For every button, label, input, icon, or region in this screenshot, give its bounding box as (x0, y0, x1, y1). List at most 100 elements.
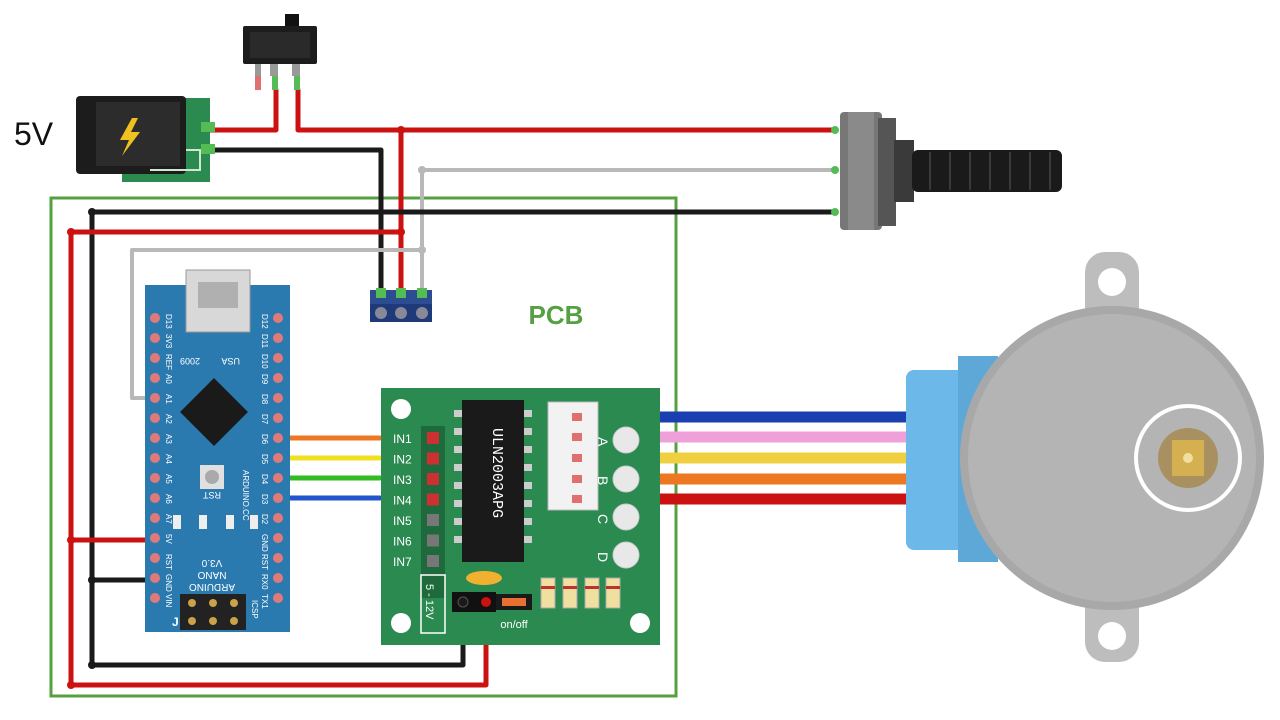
nano-pin-label: RST (164, 554, 173, 570)
nano-pin (150, 493, 160, 503)
nano-pin-label: 5V (164, 534, 173, 544)
nano-pin (150, 533, 160, 543)
board-text-nano: NANO (197, 569, 226, 580)
led-letter-a: A (595, 437, 611, 447)
nano-pin (273, 493, 283, 503)
nano-pin-label: D3 (260, 494, 269, 505)
nano-pin-label: RST (260, 554, 269, 570)
nano-pin (150, 513, 160, 523)
driver-input-pin (427, 432, 439, 444)
nano-pin (150, 553, 160, 563)
driver-input-pin (427, 555, 439, 567)
mcu-chip (180, 378, 248, 446)
nano-pin (273, 373, 283, 383)
nano-pin (273, 573, 283, 583)
nano-pin (150, 433, 160, 443)
year-label: 2009 (180, 356, 200, 366)
driver-input-label: IN4 (393, 494, 412, 508)
nano-pin-label: A1 (164, 394, 173, 404)
nano-pin (273, 473, 283, 483)
potentiometer (831, 112, 1062, 230)
pcb-label: PCB (529, 300, 584, 330)
indicator-leds (612, 426, 640, 569)
resistors (540, 577, 621, 609)
driver-input-label: IN2 (393, 453, 412, 467)
stepper-motor (906, 252, 1264, 662)
pcb-outline (49, 196, 678, 698)
nano-pin (273, 553, 283, 563)
icsp-header (180, 594, 246, 630)
nano-pin (273, 433, 283, 443)
nano-pin (273, 533, 283, 543)
nano-pin (150, 313, 160, 323)
nano-pin (273, 593, 283, 603)
wire-jack-to-switch (207, 87, 279, 133)
wire-black-terminal (207, 147, 384, 295)
junction-dots (67, 126, 426, 689)
uln2003-chip (462, 400, 524, 562)
nano-pin-label: D6 (260, 434, 269, 445)
nano-pin (150, 393, 160, 403)
driver-input-pin (427, 534, 439, 547)
wire-gray-wiper (420, 168, 837, 294)
onboard-leds (173, 515, 258, 529)
driver-input-pin (427, 514, 439, 526)
driver-input-pin (427, 493, 439, 506)
arduino-nano: USA 2009 RST ARDUINO.CC V3.0 NANO ARDUIN… (145, 269, 290, 632)
nano-pin-label: GND (260, 534, 269, 552)
nano-pin-label: VIN (164, 594, 173, 608)
nano-pin (150, 333, 160, 343)
nano-pin (150, 473, 160, 483)
switch-label: on/off (500, 619, 528, 631)
nano-pin-label: D8 (260, 394, 269, 405)
voltage-label: 5 - 12V (423, 584, 435, 620)
nano-pin (150, 573, 160, 583)
nano-pin-label: 3V3 (164, 334, 173, 349)
driver-input-label: IN7 (393, 555, 412, 569)
nano-pin-label: A2 (164, 414, 173, 424)
nano-pin (150, 413, 160, 423)
supply-voltage-label: 5V (14, 116, 54, 152)
led-letter-b: B (595, 476, 611, 485)
nano-pin (150, 353, 160, 363)
screw-terminal (370, 288, 432, 322)
driver-input-label: IN3 (393, 473, 412, 487)
nano-pin-label: D12 (260, 314, 269, 329)
nano-pin-label: A3 (164, 434, 173, 444)
nano-pin-label: D9 (260, 374, 269, 385)
board-text-cc: ARDUINO.CC (241, 470, 250, 521)
nano-pin (273, 353, 283, 363)
wire-switch-to-pot (295, 87, 838, 133)
led-letter-d: D (595, 552, 611, 562)
slide-switch (243, 14, 317, 90)
lightning-icon (120, 118, 140, 156)
nano-pin-label: A0 (164, 374, 173, 384)
nano-pin-label: D7 (260, 414, 269, 425)
board-text-arduino: ARDUINO (189, 581, 235, 592)
nano-pin (273, 413, 283, 423)
nano-pin-label: D4 (260, 474, 269, 485)
nano-pin-label: A7 (164, 514, 173, 524)
nano-pin (273, 513, 283, 523)
nano-pin (273, 333, 283, 343)
nano-pin-label: RX0 (260, 574, 269, 590)
nano-pin-label: A6 (164, 494, 173, 504)
driver-input-pin (427, 473, 439, 485)
nano-pin (150, 593, 160, 603)
wire-gray-a0 (130, 248, 424, 400)
dc-jack (76, 96, 215, 182)
nano-pin-label: REF (164, 354, 173, 370)
capacitor (466, 571, 502, 585)
driver-input-label: IN5 (393, 514, 412, 528)
nano-pin-label: GND (164, 574, 173, 592)
icsp-label: ICSP (250, 600, 259, 619)
nano-pin-label: A4 (164, 454, 173, 464)
driver-input-pin (427, 452, 439, 465)
driver-input-label: IN1 (393, 432, 412, 446)
nano-pin-label: D11 (260, 334, 269, 349)
